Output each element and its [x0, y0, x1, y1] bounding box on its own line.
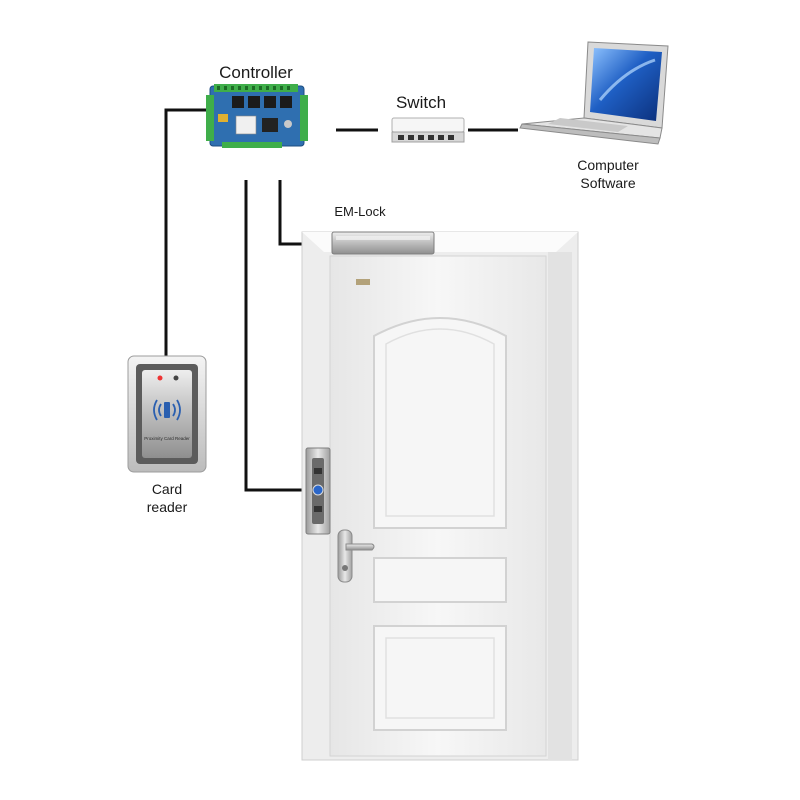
card-label-line1: Card [122, 481, 212, 499]
controller-board [206, 84, 308, 148]
card-label-line2: reader [122, 499, 212, 517]
card-reader-label: Card reader [122, 481, 212, 516]
em-lock-label: EM-Lock [320, 204, 400, 220]
laptop-computer [520, 42, 668, 144]
door [302, 232, 578, 760]
wire-controller-exit-button [246, 180, 307, 490]
em-lock [332, 232, 434, 254]
computer-label-line2: Software [548, 175, 668, 193]
switch-label: Switch [376, 92, 466, 113]
computer-software-label: Computer Software [548, 157, 668, 192]
wire-controller-card-reader [166, 110, 207, 357]
computer-label-line1: Computer [548, 157, 668, 175]
network-switch [392, 118, 464, 142]
controller-label: Controller [196, 62, 316, 83]
exit-button [306, 448, 330, 534]
card-reader [128, 356, 206, 472]
